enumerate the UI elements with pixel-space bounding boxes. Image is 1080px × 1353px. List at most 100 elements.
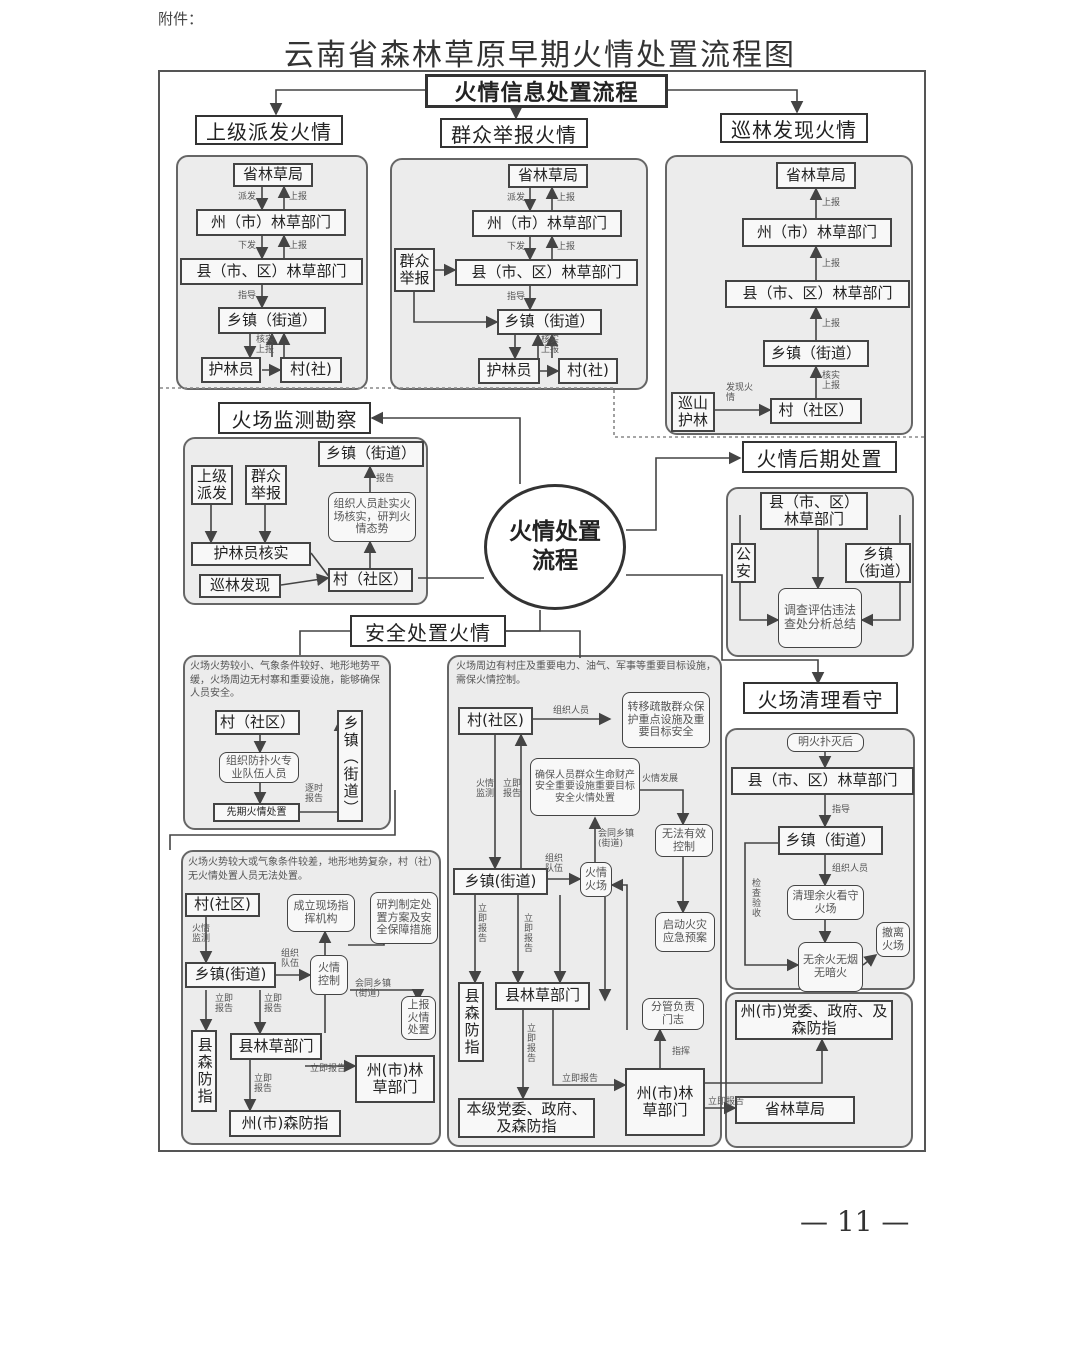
case-a-note: 火场火势较小、气象条件较好、地形地势平缓，火场周边无村寨和重要设施，能够确保人员… — [190, 661, 380, 699]
superior-county: 县（市、区）林草部门 — [180, 258, 363, 285]
public-label-6: 上报 — [541, 345, 560, 355]
case-c-label-3: 立即报告 — [478, 904, 488, 944]
superior-prefecture: 州（市）林草部门 — [196, 209, 346, 236]
public-label-3: 上报 — [557, 242, 576, 252]
case-c-label-6: 立即报告 — [527, 1024, 537, 1064]
info-flow-heading: 火情信息处置流程 — [425, 74, 668, 108]
page-title: 云南省森林草原早期火情处置流程图 — [284, 38, 796, 73]
superior-heading: 上级派发火情 — [195, 115, 343, 145]
case-c-label-11: 火情发展 — [642, 774, 679, 784]
case-c-county-fp: 县森防指 — [458, 982, 484, 1062]
case-c-county-forest: 县林草部门 — [495, 982, 590, 1010]
case-c-label-7: 立即报告 — [562, 1074, 599, 1084]
monitor-report: 群众举报 — [245, 465, 287, 505]
case-b-label-3: 立即报告 — [264, 994, 283, 1014]
case-b-label-1: 组织队伍 — [281, 949, 300, 969]
after-police: 公安 — [731, 543, 756, 583]
case-b-pref-fp: 州(市)森防指 — [229, 1110, 341, 1137]
public-prefecture: 州（市）林草部门 — [472, 210, 622, 237]
superior-province: 省林草局 — [233, 163, 313, 187]
public-label-0: 派发 — [507, 193, 526, 203]
case-c-local-gov: 本级党委、政府、及森防指 — [458, 1098, 595, 1138]
case-c-note: 火场周边有村庄及重要电力、油气、军事等重要目标设施，需保火情控制。 — [456, 661, 716, 686]
patrol-province: 省林草局 — [776, 162, 856, 189]
cleanup-leave: 撤离火场 — [876, 922, 910, 957]
case-c-label-0: 组织人员 — [553, 706, 590, 716]
superior-label-6: 上报 — [256, 345, 275, 355]
case-b-village: 村(社区) — [185, 893, 260, 917]
superior-label-4: 指导 — [238, 291, 257, 301]
superior-township: 乡镇（街道） — [218, 307, 326, 334]
case-b-plan: 研判制定处置方案及安全保障措施 — [370, 892, 438, 944]
patrol-village: 村（社区） — [770, 398, 862, 424]
after-township: 乡镇（街道） — [845, 543, 911, 583]
case-b-county-forest: 县林草部门 — [230, 1033, 322, 1060]
center-process: 火情处置流程 — [484, 484, 626, 610]
case-c-fire-site: 火情火场 — [580, 862, 612, 897]
case-a-village: 村（社区） — [215, 710, 300, 735]
public-township: 乡镇（街道） — [497, 309, 602, 335]
public-village: 村(社) — [558, 358, 618, 384]
case-c-village: 村(社区) — [458, 707, 533, 735]
page-number: — 11 — — [800, 1205, 910, 1238]
public-label-1: 上报 — [557, 193, 576, 203]
safe-heading: 安全处置火情 — [350, 615, 506, 647]
case-b-label-4: 立即报告 — [310, 1064, 347, 1074]
cleanup-none: 无余火无烟无暗火 — [798, 942, 863, 992]
case-c-protect: 确保人员群众生命财产安全重要设施重要目标安全火情处置 — [530, 758, 640, 816]
cleanup-label-1: 组织人员 — [832, 864, 869, 874]
case-b-county-fp: 县森防指 — [191, 1030, 217, 1112]
case-c-dept: 分管负责门志 — [642, 998, 704, 1030]
monitor-superior: 上级派发 — [191, 465, 233, 505]
patrol-patroller: 巡山护林 — [671, 392, 715, 432]
public-report: 群众举报 — [394, 248, 435, 292]
case-c-key-targets: 转移疏散群众保护重点设施及重要目标安全 — [622, 692, 710, 748]
monitor-label-0: 报告 — [376, 474, 395, 484]
superior-ranger: 护林员 — [201, 357, 261, 383]
superior-label-0: 派发 — [238, 192, 257, 202]
public-label-2: 下发 — [507, 242, 526, 252]
monitor-township: 乡镇（街道） — [318, 441, 424, 467]
case-b-township: 乡镇(街道) — [185, 962, 276, 988]
patrol-label-3: 核实上报 — [822, 371, 841, 391]
cleanup-township: 乡镇（街道） — [778, 826, 883, 855]
patrol-county: 县（市、区）林草部门 — [725, 280, 910, 308]
case-a-handle: 先期火情处置 — [213, 803, 300, 822]
case-b-label-6: 会同乡镇(街道) — [355, 979, 392, 999]
patrol-township: 乡镇（街道） — [763, 340, 869, 367]
patrol-label-0: 上报 — [822, 198, 841, 208]
case-c-label-8: 立即报告 — [708, 1097, 745, 1107]
monitor-organize: 组织人员赴实火场核实，研判火情态势 — [328, 492, 416, 542]
case-c-province: 省林草局 — [735, 1096, 855, 1124]
case-c-label-10: 会同乡镇(街道) — [598, 829, 635, 849]
public-label-5: 核实 — [541, 335, 560, 345]
patrol-label-4: 发现火情 — [726, 383, 754, 403]
case-b-label-2: 立即报告 — [215, 994, 234, 1014]
case-c-township: 乡镇(街道) — [453, 868, 548, 895]
case-b-site-cmd: 成立现场指挥机构 — [287, 894, 355, 932]
case-b-label-0: 火情监测 — [192, 924, 211, 944]
cleanup-label-0: 指导 — [832, 805, 851, 815]
case-c-label-2: 立即报告 — [503, 779, 522, 799]
superior-village: 村(社) — [280, 357, 342, 383]
case-b-note: 火场火势较大或气象条件较差，地形地势复杂，村（社）无火情处置人员无法处置。 — [188, 857, 433, 882]
public-ranger: 护林员 — [478, 358, 540, 384]
after-county: 县（市、区）林草部门 — [760, 492, 868, 530]
case-c-label-9: 指挥 — [672, 1047, 691, 1057]
case-a-label-0: 逐时报告 — [305, 784, 324, 804]
case-a-township: 乡镇（街道） — [337, 710, 363, 822]
monitor-heading: 火场监测勘察 — [218, 402, 371, 434]
monitor-village: 村（社区） — [328, 568, 413, 592]
case-c-unable: 无法有效控制 — [655, 824, 713, 857]
public-label-4: 指导 — [507, 292, 526, 302]
monitor-verify: 护林员核实 — [191, 542, 311, 566]
public-county: 县（市、区）林草部门 — [455, 259, 638, 286]
case-c-emergency: 启动火灾应急预案 — [655, 912, 715, 952]
case-b-fire-control: 火情控制 — [310, 955, 348, 995]
superior-label-5: 核实 — [256, 335, 275, 345]
superior-label-1: 上报 — [289, 192, 308, 202]
after-investigate: 调查评估违法查处分析总结 — [778, 588, 862, 648]
public-heading: 群众举报火情 — [440, 118, 588, 148]
patrol-label-2: 上报 — [822, 319, 841, 329]
